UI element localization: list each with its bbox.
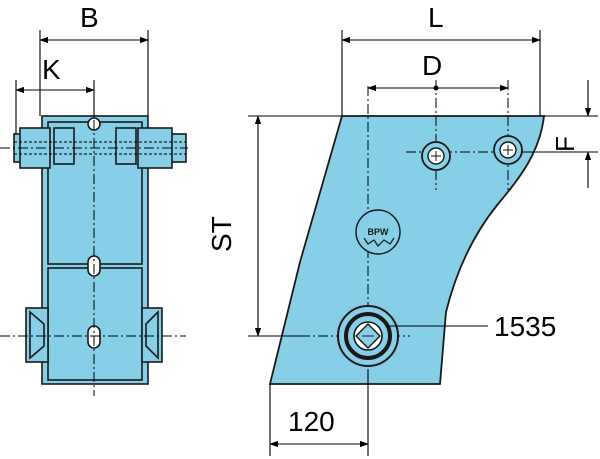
dimension-label-l: L <box>428 2 444 33</box>
front-view-centerlines <box>0 84 188 396</box>
dimension-label-d: D <box>422 50 443 81</box>
lower-pin-left <box>25 307 49 363</box>
bpw-logo-text: BPW <box>368 227 390 237</box>
bpw-logo: BPW <box>355 209 401 255</box>
pivot-bushing <box>337 305 399 367</box>
dimension-label-b: B <box>80 2 99 33</box>
dimension-label-f: F <box>550 136 580 152</box>
lower-pin-right <box>141 307 163 363</box>
dimension-label-st: ST <box>206 216 237 252</box>
side-view <box>268 115 546 385</box>
front-view <box>13 115 187 385</box>
dimension-label-k: K <box>42 54 61 85</box>
front-dimensions <box>15 30 149 134</box>
side-dimensions <box>248 30 598 456</box>
mounting-holes <box>421 135 523 171</box>
part-number-label: 1535 <box>494 311 557 342</box>
bracket-plate <box>268 115 546 385</box>
dimension-label-base: 120 <box>288 406 335 437</box>
